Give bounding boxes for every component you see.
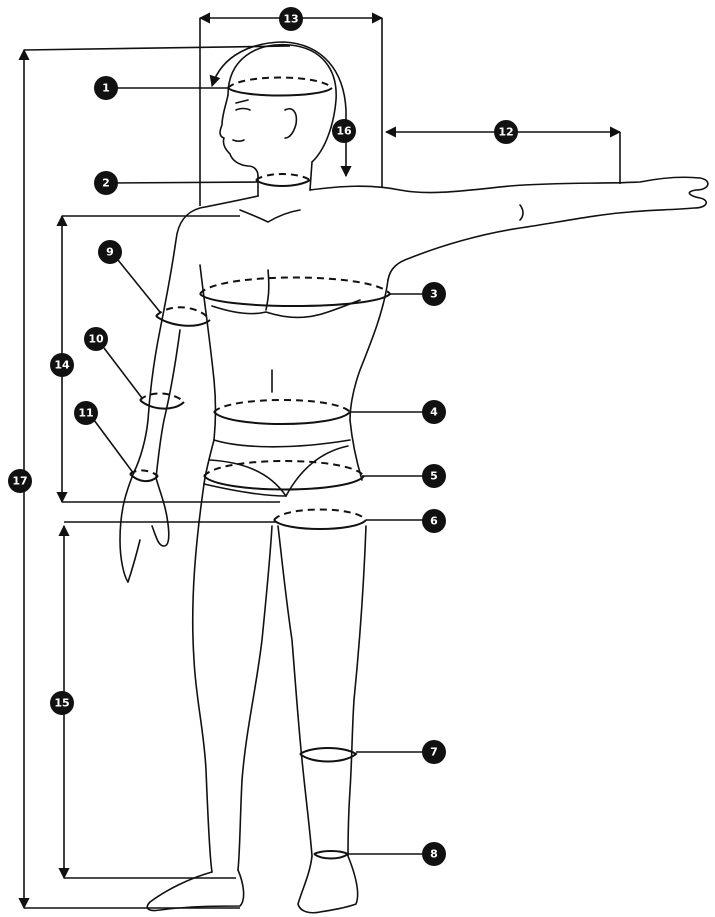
ring-2-front — [256, 180, 310, 186]
badge-17: 17 — [8, 469, 32, 493]
ring-10-back — [140, 393, 184, 402]
badge-3-label: 3 — [430, 288, 438, 301]
badge-2-label: 2 — [102, 177, 110, 190]
badge-4: 4 — [422, 400, 446, 424]
measurement-rings — [130, 78, 390, 859]
ring-4-front — [214, 412, 350, 424]
badge-13: 13 — [279, 7, 303, 31]
badge-14: 14 — [50, 353, 74, 377]
badge-9-label: 9 — [106, 246, 114, 259]
badge-7-label: 7 — [430, 746, 438, 759]
ring-1-back — [228, 78, 332, 89]
badge-6-label: 6 — [430, 515, 438, 528]
badge-6: 6 — [422, 509, 446, 533]
badge-7: 7 — [422, 740, 446, 764]
ring-4-back — [214, 400, 350, 412]
badge-11-label: 11 — [78, 407, 93, 420]
badge-15: 15 — [50, 691, 74, 715]
badge-10: 10 — [84, 327, 108, 351]
ring-5-back — [204, 461, 364, 476]
ring-9-front — [156, 316, 210, 326]
ring-3-front — [200, 294, 390, 306]
badge-16-label: 16 — [336, 125, 352, 138]
badge-13-label: 13 — [283, 13, 298, 26]
badge-8-label: 8 — [430, 848, 438, 861]
badge-8: 8 — [422, 842, 446, 866]
badge-9: 9 — [98, 240, 122, 264]
badge-15-label: 15 — [54, 697, 69, 710]
badge-5-label: 5 — [430, 470, 438, 483]
badge-4-label: 4 — [430, 406, 438, 419]
ring-6-front — [274, 520, 366, 529]
ring-1-front — [228, 88, 332, 96]
badge-1: 1 — [94, 76, 118, 100]
badge-1-label: 1 — [102, 82, 110, 95]
ring-8 — [314, 851, 348, 859]
badge-12-label: 12 — [498, 126, 513, 139]
badge-11: 11 — [74, 401, 98, 425]
badge-14-label: 14 — [54, 359, 70, 372]
ring-10-front — [140, 400, 184, 409]
badge-17-label: 17 — [12, 475, 27, 488]
ring-11-front — [130, 474, 158, 481]
badge-3: 3 — [422, 282, 446, 306]
ring-2-back — [256, 174, 310, 180]
ring-7 — [300, 748, 356, 762]
ring-3-back — [200, 278, 390, 295]
badge-12: 12 — [494, 120, 518, 144]
badge-16: 16 — [332, 119, 356, 143]
badge-10-label: 10 — [88, 333, 104, 346]
ring-6-back — [274, 510, 366, 521]
badge-5: 5 — [422, 464, 446, 488]
badge-2: 2 — [94, 171, 118, 195]
ring-5-front — [204, 476, 364, 490]
